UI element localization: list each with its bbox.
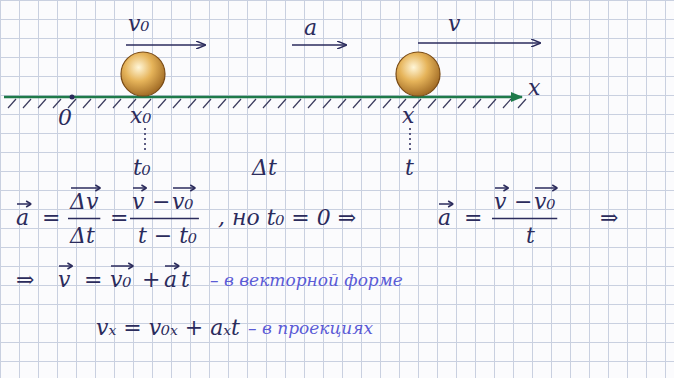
fraction-bar xyxy=(492,218,557,220)
v0-arrow xyxy=(126,44,205,46)
ground-hatch xyxy=(233,99,241,108)
ground-hatch xyxy=(173,99,181,108)
ground-hatch xyxy=(323,99,331,108)
ground-hatch xyxy=(8,99,16,108)
math-label: ⇒ xyxy=(16,268,34,291)
vector-arrow xyxy=(111,265,133,267)
math-label: v xyxy=(132,190,144,213)
ground-hatch xyxy=(428,99,436,108)
ground-hatch xyxy=(518,99,526,108)
ground-hatch xyxy=(23,99,31,108)
ground-hatch xyxy=(353,99,361,108)
math-label: v₀ xyxy=(172,190,193,213)
dotted-line xyxy=(409,128,411,150)
ground-hatch xyxy=(248,99,256,108)
vector-arrow xyxy=(173,187,195,189)
ground-hatch xyxy=(203,99,211,108)
math-label: = xyxy=(42,206,60,229)
ground-hatch xyxy=(368,99,376,108)
vector-arrow xyxy=(95,185,100,188)
annotation-text: – в проекциях xyxy=(248,320,373,338)
math-label: + xyxy=(142,268,160,291)
math-label: x xyxy=(528,76,540,99)
dotted-line xyxy=(144,128,146,150)
math-label: t − t₀ xyxy=(138,224,197,247)
math-label: v₀ xyxy=(128,12,149,35)
math-label: Δt xyxy=(252,156,277,179)
fraction-bar xyxy=(130,218,199,220)
vector-arrow xyxy=(552,185,557,188)
ground-hatch xyxy=(473,99,481,108)
math-label: ⇒ xyxy=(600,206,618,229)
math-label: Δt xyxy=(70,224,95,247)
ground-hatch xyxy=(218,99,226,108)
math-label: a xyxy=(16,206,29,229)
vector-arrow xyxy=(71,187,100,189)
ground-hatch xyxy=(293,99,301,108)
math-label: v₀ xyxy=(110,268,131,291)
math-label: − xyxy=(514,190,532,213)
ground-hatch xyxy=(383,99,391,108)
ground-hatch xyxy=(83,99,91,108)
ground-hatch xyxy=(188,99,196,108)
a-arrow xyxy=(292,44,346,46)
ball-start xyxy=(121,52,165,96)
math-label: x₀ xyxy=(130,104,151,127)
math-label: = xyxy=(84,268,102,291)
ground-hatch xyxy=(38,99,46,108)
ground-hatch xyxy=(458,99,466,108)
ground-hatch xyxy=(503,99,511,108)
ground-hatch xyxy=(278,99,286,108)
ground-hatch xyxy=(113,99,121,108)
math-label: t xyxy=(526,224,535,247)
ground-hatch xyxy=(488,99,496,108)
fraction-bar xyxy=(68,218,100,220)
ground-hatch xyxy=(338,99,346,108)
ground-hatch xyxy=(158,99,166,108)
math-label: Δv xyxy=(70,190,98,213)
vector-arrow xyxy=(503,185,508,188)
ground-hatch xyxy=(443,99,451,108)
math-label: t₀ xyxy=(133,156,151,179)
ground-hatch xyxy=(308,99,316,108)
math-label: , но t₀ = 0 ⇒ xyxy=(218,206,356,229)
math-label: 0 xyxy=(58,106,72,129)
math-label: v xyxy=(448,12,460,35)
vector-arrow xyxy=(448,201,453,204)
math-label: = xyxy=(464,206,482,229)
vector-arrow xyxy=(174,263,179,266)
math-label: x xyxy=(402,104,414,127)
vector-arrow xyxy=(128,263,133,266)
math-label: a xyxy=(304,16,317,39)
vector-arrow xyxy=(26,201,31,204)
math-label: v xyxy=(58,268,70,291)
vector-arrow xyxy=(535,187,557,189)
math-label: vₓ = v₀ₓ + aₓt xyxy=(96,316,240,339)
ground-hatch xyxy=(98,99,106,108)
vector-arrow xyxy=(141,185,146,188)
origin-dot xyxy=(70,95,75,100)
vector-arrow xyxy=(67,263,72,266)
math-label: v xyxy=(494,190,506,213)
math-label: − xyxy=(152,190,170,213)
math-label: = xyxy=(110,206,128,229)
math-label: a xyxy=(438,206,451,229)
x-axis xyxy=(4,96,522,99)
math-label: t xyxy=(181,268,190,291)
v-arrow xyxy=(418,42,540,44)
vector-arrow xyxy=(190,185,195,188)
math-label: v₀ xyxy=(534,190,555,213)
ball-end xyxy=(396,52,440,96)
math-label: t xyxy=(405,156,414,179)
annotation-text: – в векторной форме xyxy=(210,272,403,290)
math-label: a xyxy=(164,268,177,291)
ground-hatch xyxy=(263,99,271,108)
